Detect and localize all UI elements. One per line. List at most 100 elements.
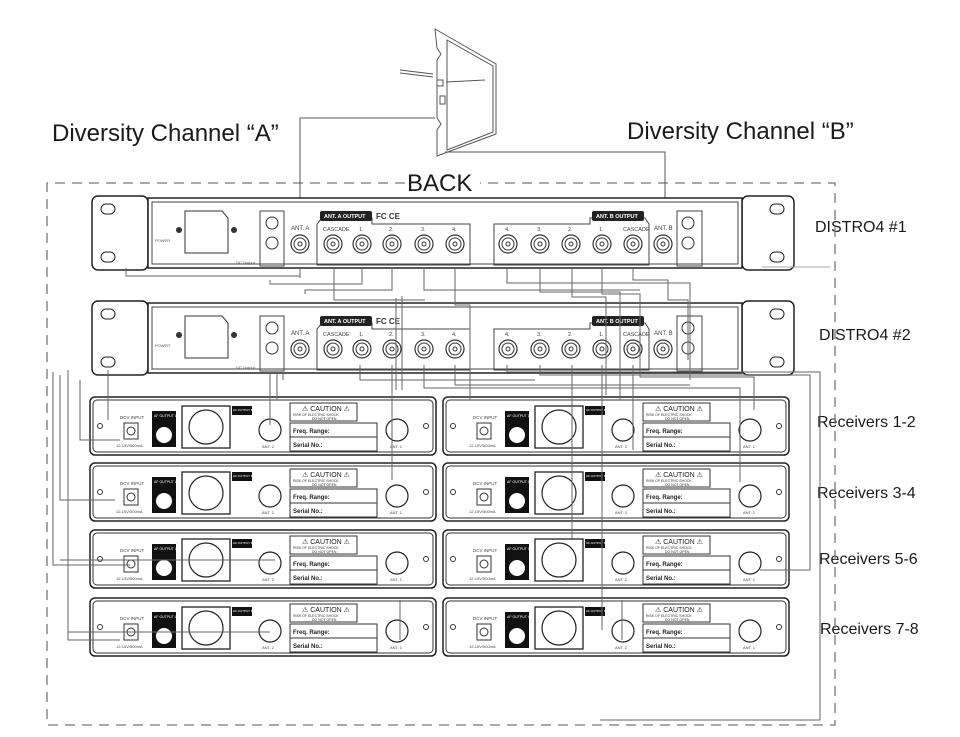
ant-2-connector bbox=[611, 619, 635, 643]
af-unbal-jack bbox=[509, 628, 525, 644]
ant-2-connector bbox=[258, 484, 282, 508]
ant-a-output-connector[interactable] bbox=[352, 339, 372, 359]
ant-a-output-group bbox=[316, 217, 471, 266]
dcv-input-label: DCV INPUT bbox=[120, 548, 145, 553]
power-socket bbox=[184, 315, 229, 359]
ant-a-output-connector[interactable] bbox=[414, 234, 434, 254]
ant-a-output-connector[interactable] bbox=[414, 339, 434, 359]
ant-2-connector bbox=[611, 551, 635, 575]
bnc-pin bbox=[630, 346, 636, 352]
ant-b-output-connector[interactable] bbox=[623, 339, 643, 359]
bnc-inner-ring bbox=[385, 237, 399, 251]
ant-b-input-connector[interactable] bbox=[653, 339, 673, 359]
serial-no-label: Serial No.: bbox=[646, 644, 676, 650]
back-enclosure bbox=[46, 182, 836, 726]
screw-hole bbox=[423, 423, 429, 429]
port-label: CASCADE bbox=[623, 227, 650, 233]
bnc-inner-ring bbox=[326, 342, 340, 356]
dcv-spec: 12-15V/500mA bbox=[469, 576, 496, 581]
bnc-pin bbox=[568, 241, 574, 247]
port-label: 4. bbox=[452, 227, 457, 233]
bnc-inner-ring bbox=[533, 342, 547, 356]
ant-a-output-connector[interactable] bbox=[445, 234, 465, 254]
bnc-inner-ring bbox=[448, 342, 462, 356]
caution-text: ⚠ CAUTION ⚠ bbox=[655, 471, 703, 479]
ant-a-input-connector[interactable] bbox=[290, 339, 310, 359]
dcv-input-label: DCV INPUT bbox=[473, 548, 498, 553]
bnc-inner-ring bbox=[417, 237, 431, 251]
dcv-jack-hole bbox=[479, 426, 489, 436]
bnc-inner-ring bbox=[656, 342, 670, 356]
bnc-inner-ring bbox=[564, 237, 578, 251]
ant-a-output-connector[interactable] bbox=[323, 339, 343, 359]
ant-2-label: ANT. 2 bbox=[615, 444, 628, 449]
bnc-inner-ring bbox=[448, 237, 462, 251]
ant-2-label: ANT. 2 bbox=[262, 645, 275, 650]
ant-b-output-connector[interactable] bbox=[530, 339, 550, 359]
risk-text: RISK OF ELECTRIC SHOCK bbox=[646, 546, 692, 550]
ant-a-output-connector[interactable] bbox=[382, 339, 402, 359]
bnc-inner-ring bbox=[533, 237, 547, 251]
ant-b-output-connector[interactable] bbox=[561, 234, 581, 254]
ant-2-connector bbox=[258, 619, 282, 643]
screw-hole bbox=[450, 624, 456, 630]
ant-b-output-connector[interactable] bbox=[498, 234, 518, 254]
port-label: 3. bbox=[537, 332, 542, 338]
ant-b-input-connector[interactable] bbox=[653, 234, 673, 254]
ant-a-output-connector[interactable] bbox=[382, 234, 402, 254]
ant-a-output-connector[interactable] bbox=[352, 234, 372, 254]
af-bal-badge bbox=[585, 539, 605, 548]
ant-b-output-connector[interactable] bbox=[592, 339, 612, 359]
receivers-5-6-label: Receivers 5-6 bbox=[819, 551, 918, 568]
af-bal-badge bbox=[232, 607, 252, 616]
dcv-input-label: DCV INPUT bbox=[473, 415, 498, 420]
af-unbal-label: AF OUTPUT UNBAL. bbox=[154, 480, 187, 484]
ant-a-label: ANT. A bbox=[291, 331, 309, 337]
ant-b-label: ANT. B bbox=[654, 226, 673, 232]
af-bal-label: AF OUTPUT BALANCED bbox=[586, 609, 621, 613]
bnc-inner-ring bbox=[501, 342, 515, 356]
ant-a-output-connector[interactable] bbox=[445, 339, 465, 359]
af-unbal-jack bbox=[156, 628, 172, 644]
dcv-jack-hole bbox=[479, 559, 489, 569]
rack-mount-hole bbox=[100, 203, 116, 215]
bnc-pin bbox=[421, 241, 427, 247]
antenna-icon bbox=[399, 28, 497, 157]
ant-b-output-connector[interactable] bbox=[498, 339, 518, 359]
ant-b-output-connector[interactable] bbox=[561, 339, 581, 359]
screw-hole bbox=[776, 624, 782, 630]
ant-1-connector bbox=[385, 551, 409, 575]
ant-b-output-label: ANT. B OUTPUT bbox=[596, 214, 639, 220]
freq-range-label: Freq. Range: bbox=[293, 429, 330, 435]
diversity-channel-a-label: Diversity Channel “A” bbox=[52, 120, 279, 147]
screw-hole bbox=[450, 489, 456, 495]
ant-2-label: ANT. 2 bbox=[615, 645, 628, 650]
receiver-inner-panel bbox=[92, 399, 434, 453]
ant-b-output-connector[interactable] bbox=[592, 234, 612, 254]
ant-b-output-connector[interactable] bbox=[530, 234, 550, 254]
xlr-plate bbox=[181, 405, 231, 449]
bnc-inner-ring bbox=[326, 237, 340, 251]
serial-no-field bbox=[642, 637, 731, 653]
dcv-spec: 12-15V/500mA bbox=[469, 509, 496, 514]
risk-text: RISK OF ELECTRIC SHOCK bbox=[293, 413, 339, 417]
bnc-pin bbox=[421, 346, 427, 352]
rack-mount-hole bbox=[100, 356, 116, 368]
ant-a-output-connector[interactable] bbox=[323, 234, 343, 254]
do-not-open-text: DO NOT OPEN bbox=[665, 483, 690, 487]
freq-range-label: Freq. Range: bbox=[293, 562, 330, 568]
caution-label-box bbox=[289, 535, 358, 555]
af-bal-badge bbox=[585, 472, 605, 481]
ant-a-input-connector[interactable] bbox=[290, 234, 310, 254]
ant-b-output-label: ANT. B OUTPUT bbox=[596, 319, 639, 325]
receiver-inner-panel bbox=[92, 532, 434, 586]
ant-b-output-connector[interactable] bbox=[623, 234, 643, 254]
power-socket bbox=[184, 210, 229, 254]
distro-1-label: DISTRO4 #1 bbox=[815, 219, 907, 236]
distro-2-label: DISTRO4 #2 bbox=[819, 327, 911, 344]
